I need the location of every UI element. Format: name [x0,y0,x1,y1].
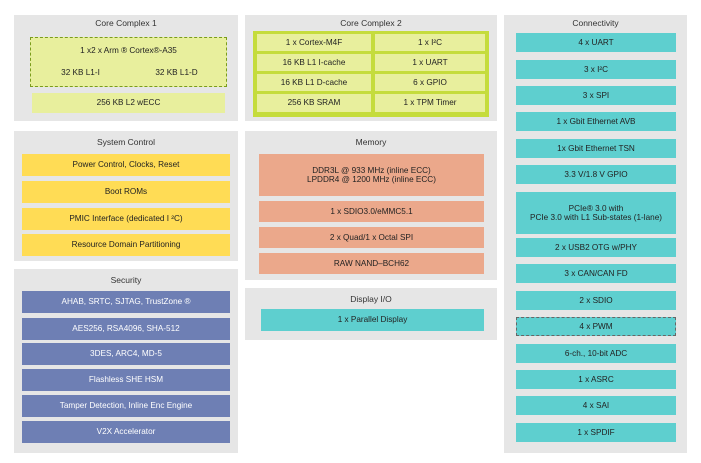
connectivity-item: 6-ch., 10-bit ADC [516,344,676,363]
core-complex-2-item: 1 x Cortex-M4F [257,34,371,51]
security-item: AES256, RSA4096, SHA-512 [22,318,230,340]
system-control-item: Boot ROMs [22,181,230,203]
core-complex-2-title: Core Complex 2 [340,18,402,28]
connectivity-panel: Connectivity 4 x UART 3 x I²C 3 x SPI 1 … [504,15,687,453]
system-control-item: Power Control, Clocks, Reset [22,154,230,176]
connectivity-item: 1 x Gbit Ethernet AVB [516,112,676,131]
core-complex-2-item: 1 x TPM Timer [375,94,485,112]
connectivity-item: 3.3 V/1.8 V GPIO [516,165,676,184]
connectivity-item: 1x Gbit Ethernet TSN [516,139,676,158]
connectivity-item: 4 x UART [516,33,676,52]
system-control-title: System Control [96,137,156,147]
memory-item: 2 x Quad/1 x Octal SPI [259,227,484,248]
core-complex-1-panel: Core Complex 1 1 x2 x Arm ® Cortex®-A35 … [14,15,238,121]
connectivity-item: 3 x I²C [516,60,676,79]
connectivity-item: 1 x SPDIF [516,423,676,442]
core-complex-1-core: 1 x2 x Arm ® Cortex®-A35 [34,41,223,60]
security-item: 3DES, ARC4, MD-5 [22,343,230,365]
system-control-item: Resource Domain Partitioning [22,234,230,256]
security-title: Security [110,275,142,285]
memory-title: Memory [355,137,387,147]
connectivity-item: 2 x SDIO [516,291,676,310]
security-item: Flashless SHE HSM [22,369,230,391]
system-control-item: PMIC Interface (dedicated I ²C) [22,208,230,230]
core-complex-2-item: 256 KB SRAM [257,94,371,112]
core-complex-1-title: Core Complex 1 [95,18,157,28]
connectivity-item: 4 x SAI [516,396,676,415]
memory-item: DDR3L @ 933 MHz (inline ECC) LPDDR4 @ 12… [259,154,484,196]
memory-item: RAW NAND–BCH62 [259,253,484,274]
connectivity-item: 3 x SPI [516,86,676,105]
core-complex-2-item: 6 x GPIO [375,74,485,91]
core-complex-1-l2: 256 KB L2 wECC [32,93,225,113]
core-complex-1-l1d: 32 KB L1-D [130,63,223,83]
system-control-panel: System Control Power Control, Clocks, Re… [14,131,238,261]
connectivity-title: Connectivity [572,18,619,28]
memory-item: 1 x SDIO3.0/eMMC5.1 [259,201,484,222]
security-panel: Security AHAB, SRTC, SJTAG, TrustZone ® … [14,269,238,453]
core-complex-2-panel: Core Complex 2 1 x Cortex-M4F 1 x I²C 16… [245,15,497,121]
security-item: V2X Accelerator [22,421,230,443]
memory-panel: Memory DDR3L @ 933 MHz (inline ECC) LPDD… [245,131,497,280]
display-io-title: Display I/O [350,294,392,304]
connectivity-item: 3 x CAN/CAN FD [516,264,676,283]
security-item: AHAB, SRTC, SJTAG, TrustZone ® [22,291,230,313]
core-complex-2-item: 1 x I²C [375,34,485,51]
core-complex-1-l1i: 32 KB L1-I [34,63,127,83]
core-complex-2-item: 1 x UART [375,54,485,71]
core-complex-2-item: 16 KB L1 D-cache [257,74,371,91]
connectivity-item: 4 x PWM [516,317,676,336]
display-io-panel: Display I/O 1 x Parallel Display [245,288,497,340]
security-item: Tamper Detection, Inline Enc Engine [22,395,230,417]
connectivity-item: 2 x USB2 OTG w/PHY [516,238,676,257]
connectivity-item: PCIe® 3.0 with PCIe 3.0 with L1 Sub-stat… [516,192,676,234]
display-io-item: 1 x Parallel Display [261,309,484,331]
core-complex-2-item: 16 KB L1 I-cache [257,54,371,71]
connectivity-item: 1 x ASRC [516,370,676,389]
